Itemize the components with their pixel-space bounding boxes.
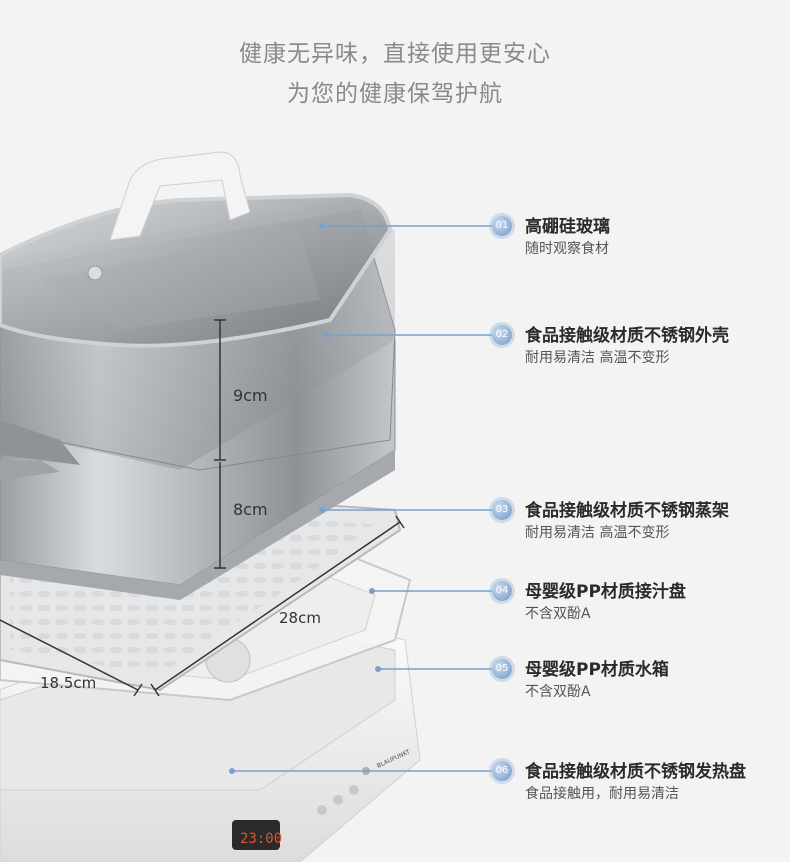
badge-04: 04: [492, 581, 512, 601]
dim-upper-height: 9cm: [233, 386, 268, 405]
badge-06: 06: [492, 761, 512, 781]
dim-length: 28cm: [279, 609, 321, 627]
callout-anchor-dots: [229, 223, 381, 774]
control-button-2: [333, 795, 343, 805]
badge-05: 05: [492, 659, 512, 679]
callout-subtitle: 不含双酚A: [525, 684, 591, 700]
callout-subtitle: 食品接触用，耐用易清洁: [525, 786, 679, 802]
callout-title: 食品接触级材质不锈钢外壳: [525, 326, 729, 346]
dim-width: 18.5cm: [40, 674, 97, 692]
callout-subtitle: 不含双酚A: [525, 606, 591, 622]
steam-vent: [87, 265, 103, 281]
callout-subtitle: 耐用易清洁 高温不变形: [525, 350, 670, 366]
control-button-1: [317, 805, 327, 815]
dimension-lines: [0, 319, 405, 697]
headline: 健康无异味，直接使用更安心: [239, 41, 551, 67]
sub-headline: 为您的健康保驾护航: [287, 81, 503, 107]
callout-title: 母婴级PP材质接汁盘: [525, 582, 686, 602]
badge-02: 02: [492, 325, 512, 345]
display-panel: [232, 820, 280, 850]
svg-text:23:00: 23:00: [240, 831, 282, 847]
dim-lower-height: 8cm: [233, 500, 268, 519]
callout-title: 食品接触级材质不锈钢发热盘: [525, 762, 746, 782]
callout-title: 食品接触级材质不锈钢蒸架: [525, 501, 729, 521]
callout-subtitle: 耐用易清洁 高温不变形: [525, 525, 670, 541]
badge-01: 01: [492, 216, 512, 236]
callout-leaders: [232, 225, 492, 772]
callout-title: 母婴级PP材质水箱: [525, 660, 669, 680]
badge-03: 03: [492, 500, 512, 520]
control-button-3: [349, 785, 359, 795]
callout-title: 高硼硅玻璃: [525, 217, 610, 237]
lid-handle: [109, 151, 251, 241]
glass-lid: [0, 151, 393, 348]
callout-subtitle: 随时观察食材: [525, 241, 609, 257]
